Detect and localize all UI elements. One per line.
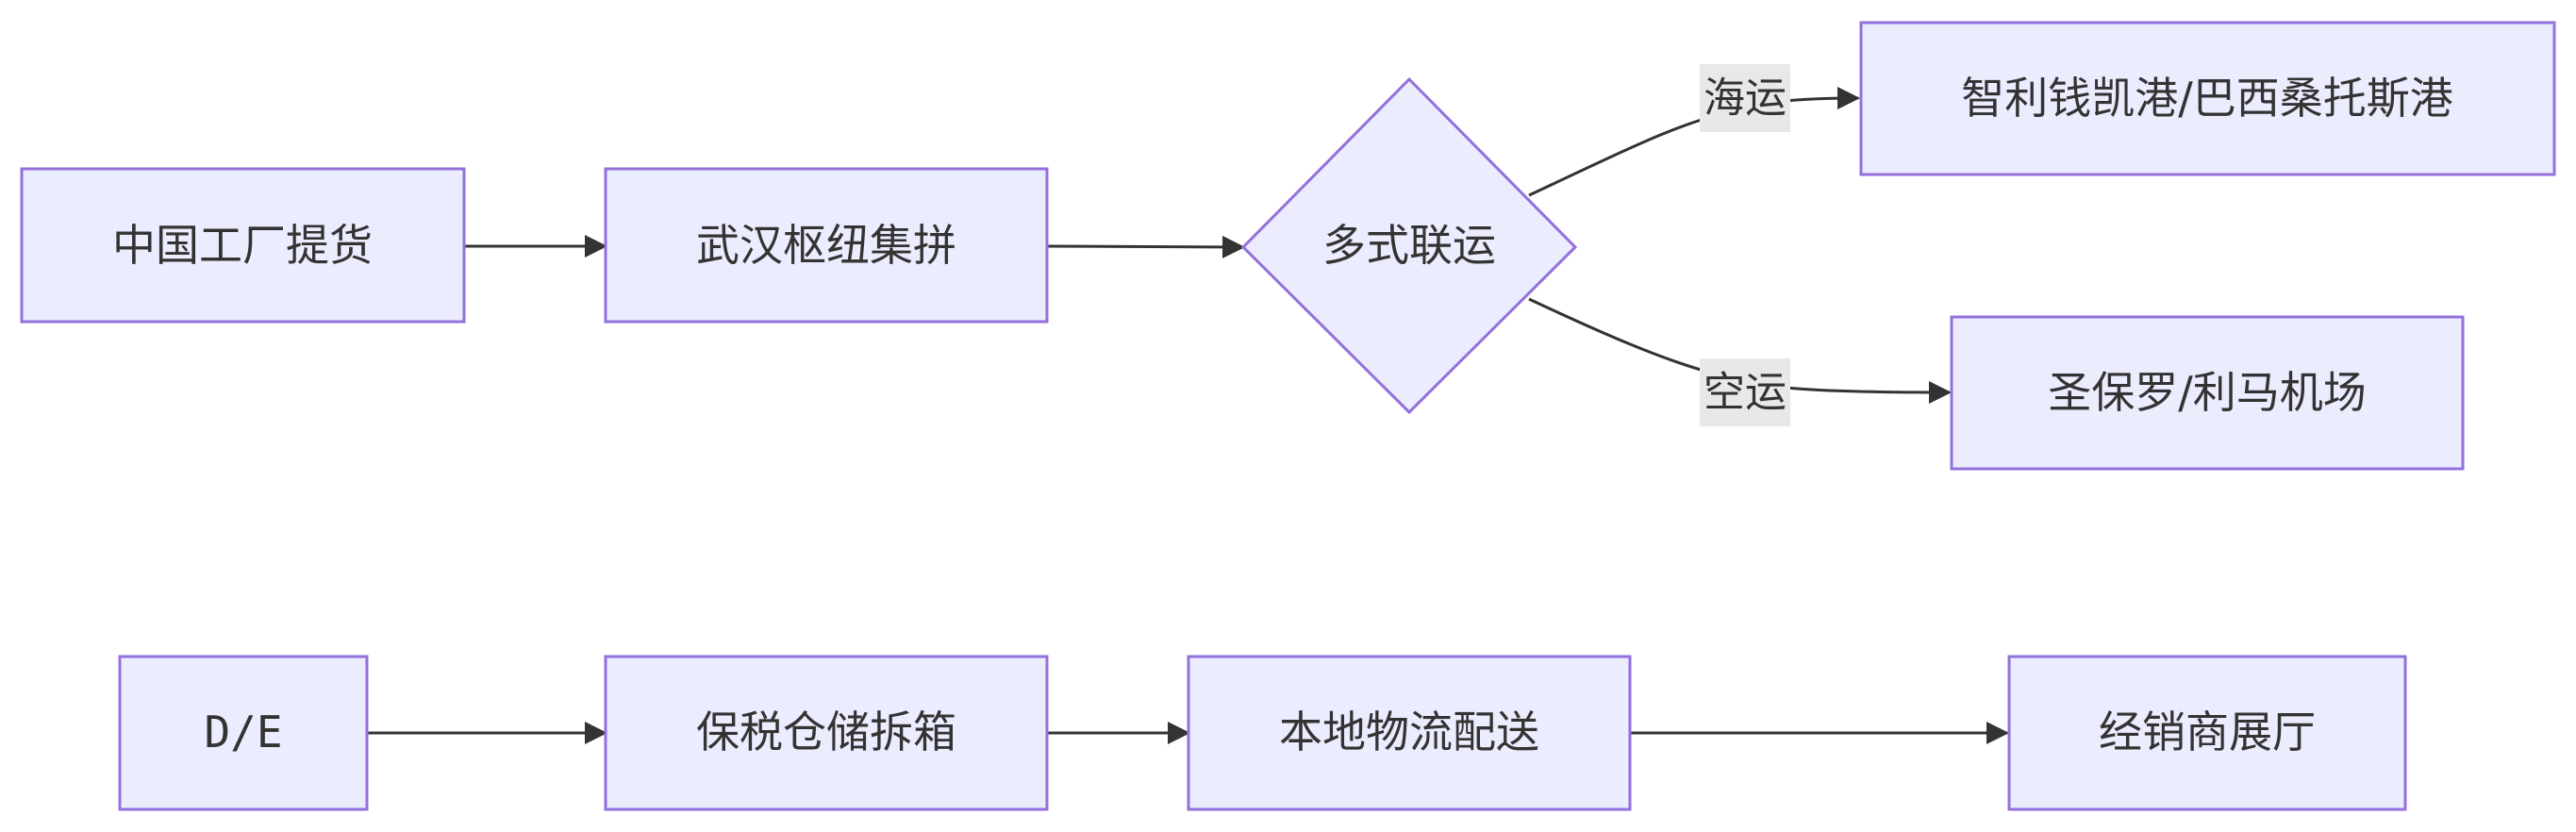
edge-label-sea-text: 海运 [1703, 75, 1787, 123]
node-de-label: D/E [204, 707, 282, 757]
node-multimodal-label: 多式联运 [1322, 220, 1496, 271]
node-airport: 圣保罗/利马机场 [1950, 315, 2465, 471]
node-airport-label: 圣保罗/利马机场 [2048, 367, 2367, 418]
node-multimodal: 多式联运 [1240, 76, 1578, 415]
node-local-label: 本地物流配送 [1279, 707, 1539, 757]
node-hub: 武汉枢纽集拼 [604, 167, 1049, 324]
edge-label-sea: 海运 [1700, 64, 1790, 132]
node-seaport-label: 智利钱凯港/巴西桑托斯港 [1961, 73, 2453, 124]
edge-label-air: 空运 [1700, 358, 1790, 426]
node-bonded-label: 保税仓储拆箱 [696, 707, 956, 757]
node-showroom: 经销商展厅 [2007, 655, 2407, 811]
edge-multimodal-to-seaport [1528, 87, 1860, 197]
edge-label-air-text: 空运 [1703, 369, 1787, 417]
node-bonded: 保税仓储拆箱 [604, 655, 1049, 811]
node-seaport: 智利钱凯港/巴西桑托斯港 [1859, 21, 2556, 176]
node-hub-label: 武汉枢纽集拼 [696, 220, 956, 271]
node-de: D/E [118, 655, 369, 811]
node-pickup: 中国工厂提货 [20, 167, 466, 324]
node-pickup-label: 中国工厂提货 [112, 220, 373, 271]
edge-hub-to-multimodal [1046, 235, 1245, 258]
node-showroom-label: 经销商展厅 [2099, 707, 2316, 757]
node-local: 本地物流配送 [1187, 655, 1632, 811]
